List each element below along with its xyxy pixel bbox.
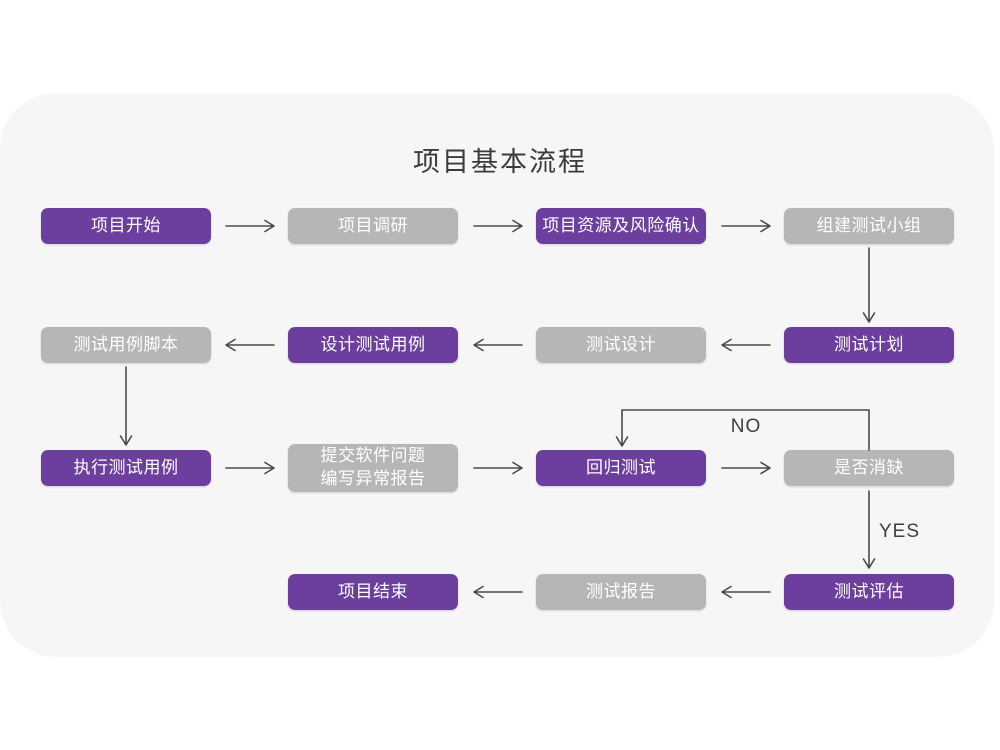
diagram-title: 项目基本流程: [413, 147, 587, 177]
node-defect-cleared: 是否消缺: [784, 450, 954, 486]
node-project-research: 项目调研: [288, 208, 458, 244]
flowchart-card: [0, 93, 994, 657]
node-test-design: 测试设计: [536, 327, 706, 363]
node-resources-risk-confirm: 项目资源及风险确认: [536, 208, 706, 244]
node-execute-test-cases: 执行测试用例: [41, 450, 211, 486]
node-submit-issues-report: 提交软件问题 编写异常报告: [288, 444, 458, 492]
node-project-start: 项目开始: [41, 208, 211, 244]
node-project-end: 项目结束: [288, 574, 458, 610]
node-test-plan: 测试计划: [784, 327, 954, 363]
node-test-case-script: 测试用例脚本: [41, 327, 211, 363]
node-test-report: 测试报告: [536, 574, 706, 610]
node-form-test-team: 组建测试小组: [784, 208, 954, 244]
node-regression-test: 回归测试: [536, 450, 706, 486]
node-test-evaluation: 测试评估: [784, 574, 954, 610]
node-design-test-cases: 设计测试用例: [288, 327, 458, 363]
branch-label-no: NO: [730, 416, 762, 437]
branch-label-yes: YES: [879, 521, 921, 542]
